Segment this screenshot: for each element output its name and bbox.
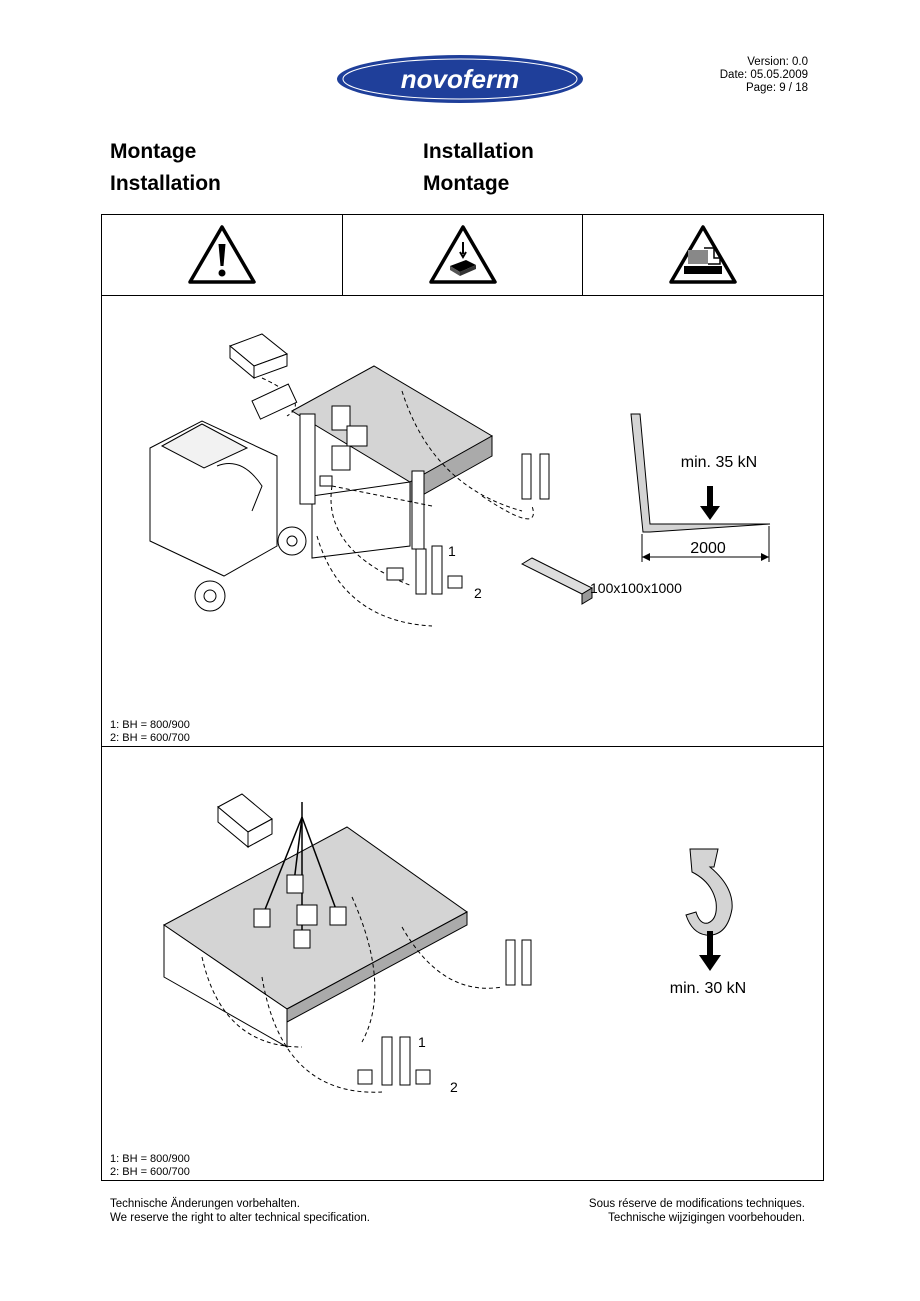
legend-panel1: 1: BH = 800/900 2: BH = 600/700 xyxy=(110,719,190,745)
page-number: Page: 9 / 18 xyxy=(745,82,808,94)
footer-left-line2: We reserve the right to alter technical … xyxy=(110,1212,370,1224)
footer-right-line2: Technische wijzigingen voorbehouden. xyxy=(608,1212,805,1224)
forklift xyxy=(149,383,316,612)
footer-left: Technische Änderungen vorbehalten. We re… xyxy=(110,1197,370,1225)
warning-exclamation-icon xyxy=(188,225,256,284)
crane-illustration: 1 2 min. 30 kN xyxy=(163,793,746,1095)
falling-load-warning-icon xyxy=(428,225,497,284)
crane-panel: 1 2 min. 30 kN 1: BH = 800/900 2: BH = 6… xyxy=(102,747,823,1180)
footer-left-line1: Technische Änderungen vorbehalten. xyxy=(110,1198,300,1210)
parts-box-2 xyxy=(217,793,273,849)
legend-item-1-panel2: 1: BH = 800/900 xyxy=(110,1153,190,1165)
version-text: Version: 0.0 xyxy=(747,56,808,68)
dock-leveller-platform-2 xyxy=(163,826,468,1048)
footer-right-line1: Sous réserve de modifications techniques… xyxy=(588,1198,805,1210)
callout-1-panel2: 1 xyxy=(418,1034,426,1050)
legend-item-2-panel2: 2: BH = 600/700 xyxy=(110,1166,190,1178)
title-right-line2: Montage xyxy=(423,172,510,195)
timber-size-label: 100x100x1000 xyxy=(590,580,682,596)
dock-leveller-platform xyxy=(290,365,494,559)
document-meta: Version: 0.0 Date: 05.05.2009 Page: 9 / … xyxy=(720,56,808,95)
logo-text: novoferm xyxy=(401,64,519,94)
forklift-illustration: 1 2 100x100x1000 min. 35 kN 2000 xyxy=(149,333,771,627)
warning-icons-row xyxy=(102,215,823,296)
lifting-clamps-2 xyxy=(253,874,347,949)
date-text: Date: 05.05.2009 xyxy=(719,69,808,81)
support-posts xyxy=(386,453,550,595)
title-left-line2: Installation xyxy=(110,172,221,195)
novoferm-logo: novoferm xyxy=(335,53,585,105)
lifting-clamps xyxy=(319,405,368,487)
forklift-panel: 1 2 100x100x1000 min. 35 kN 2000 xyxy=(102,296,823,747)
fork-load-diagram xyxy=(630,413,771,562)
instruction-frame: 1 2 100x100x1000 min. 35 kN 2000 xyxy=(101,214,824,1181)
legend-item-2: 2: BH = 600/700 xyxy=(110,732,190,744)
hook-load-label: min. 30 kN xyxy=(670,980,746,997)
fork-load-label: min. 35 kN xyxy=(681,454,757,471)
warning-cell-crush xyxy=(582,215,823,295)
crush-hazard-warning-icon xyxy=(669,225,737,284)
warning-cell-general xyxy=(102,215,342,295)
timber-beam xyxy=(520,557,594,605)
legend-panel2: 1: BH = 800/900 2: BH = 600/700 xyxy=(110,1153,190,1179)
support-posts-2 xyxy=(357,939,532,1086)
parts-box xyxy=(229,333,289,380)
title-right: Installation Montage xyxy=(423,136,534,200)
warning-cell-load xyxy=(341,215,583,295)
title-right-line1: Installation xyxy=(423,140,534,163)
fork-length-label: 2000 xyxy=(690,540,726,557)
callout-2-panel2: 2 xyxy=(450,1079,458,1095)
callout-1: 1 xyxy=(448,543,456,559)
footer-right: Sous réserve de modifications techniques… xyxy=(589,1197,805,1225)
callout-2: 2 xyxy=(474,585,482,601)
title-left: Montage Installation xyxy=(110,136,221,200)
legend-item-1: 1: BH = 800/900 xyxy=(110,719,190,731)
title-left-line1: Montage xyxy=(110,140,197,163)
crane-hook-icon xyxy=(685,848,733,971)
